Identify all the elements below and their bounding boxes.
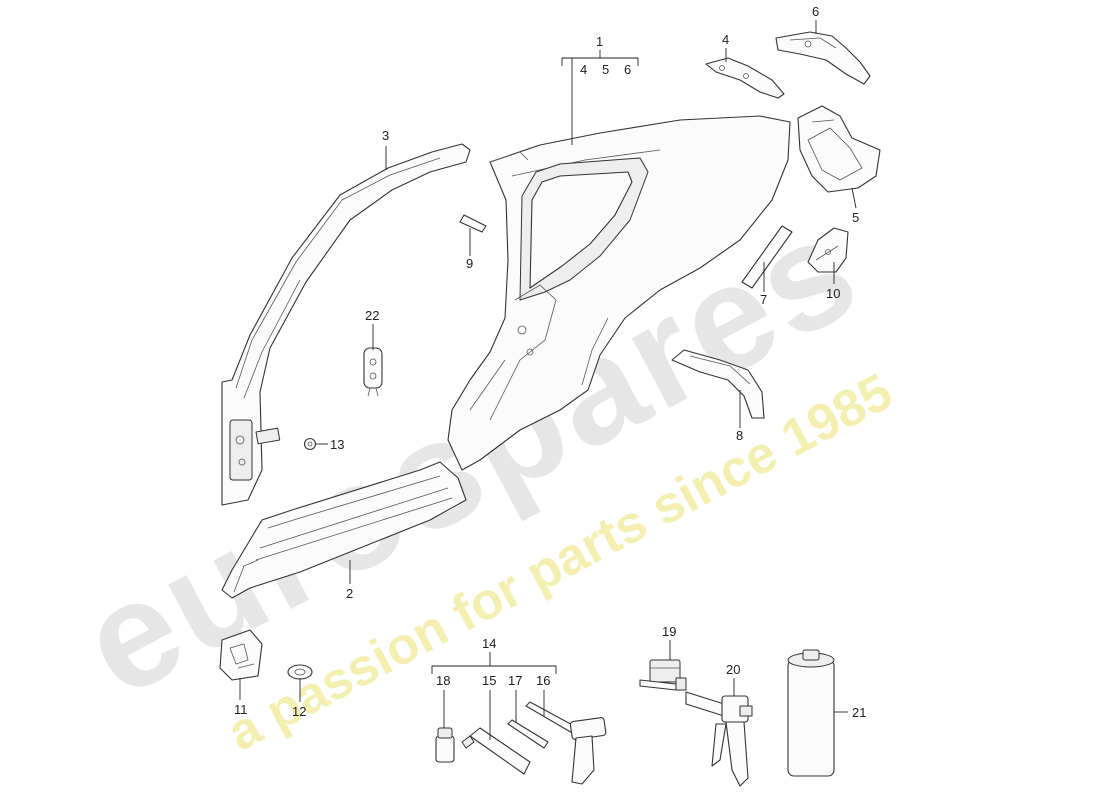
- label-part-1-sub-6: 6: [624, 62, 631, 77]
- part-2-sill: [221, 461, 467, 599]
- label-part-21: 21: [852, 705, 866, 720]
- part-20-dispenser-gun: [685, 691, 753, 787]
- label-part-15: 15: [482, 673, 496, 688]
- part-15-tube: [461, 727, 531, 775]
- part-8-wheel-arch-section: [671, 349, 765, 419]
- label-part-22: 22: [365, 308, 379, 323]
- part-12-grommet: [287, 664, 313, 680]
- label-part-20: 20: [726, 662, 740, 677]
- leader-lines: [239, 20, 857, 740]
- part-1-side-panel: [447, 115, 791, 471]
- part-4-bracket: [705, 57, 785, 99]
- label-part-9: 9: [466, 256, 473, 271]
- label-part-17: 17: [508, 673, 522, 688]
- label-part-14: 14: [482, 636, 496, 651]
- label-part-2: 2: [346, 586, 353, 601]
- part-5-reinforcement: [797, 105, 881, 193]
- label-part-7: 7: [760, 292, 767, 307]
- part-3-a-pillar: [221, 143, 471, 506]
- label-part-13: 13: [330, 437, 344, 452]
- label-part-1: 1: [596, 34, 603, 49]
- label-part-11: 11: [234, 702, 248, 717]
- label-part-10: 10: [826, 286, 840, 301]
- part-labels: 1 4 5 6 2 3 4 5 6 7 8 9 10 11 12 13 14 1…: [234, 4, 866, 720]
- label-part-3: 3: [382, 128, 389, 143]
- label-part-4: 4: [722, 32, 729, 47]
- label-part-18: 18: [436, 673, 450, 688]
- label-part-16: 16: [536, 673, 550, 688]
- label-part-1-sub-4: 4: [580, 62, 587, 77]
- part-7-strip: [741, 225, 793, 289]
- part-6-bracket: [775, 31, 871, 85]
- label-part-1-sub-5: 5: [602, 62, 609, 77]
- label-part-5: 5: [852, 210, 859, 225]
- watermark: eurospares a passion for parts since 198…: [56, 181, 901, 762]
- label-part-8: 8: [736, 428, 743, 443]
- part-9-clip: [459, 214, 487, 233]
- part-21-sealant-cartridge: [787, 649, 835, 777]
- part-18-bottle: [435, 727, 455, 763]
- label-part-6: 6: [812, 4, 819, 19]
- label-part-19: 19: [662, 624, 676, 639]
- label-part-12: 12: [292, 704, 306, 719]
- part-22-striker: [363, 347, 383, 397]
- part-16-applicator: [525, 701, 607, 785]
- part-17-nozzle: [507, 719, 549, 749]
- part-19-cartridge: [639, 659, 687, 691]
- part-10-bracket: [807, 227, 849, 273]
- part-13-clip: [303, 437, 317, 451]
- part-11-cap: [219, 629, 263, 681]
